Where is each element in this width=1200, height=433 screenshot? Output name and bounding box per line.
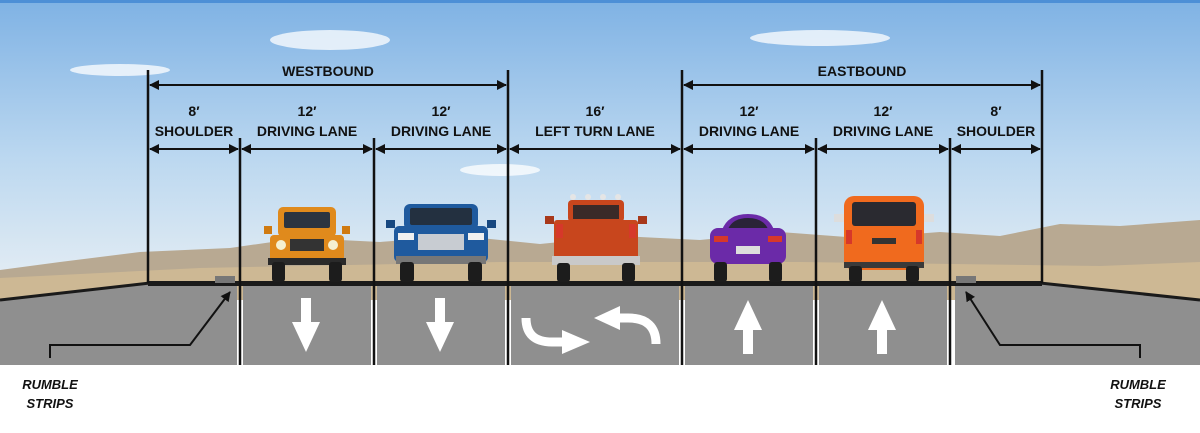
lane-name-label: LEFT TURN LANE	[535, 123, 655, 139]
pickup-vehicle-front	[386, 204, 496, 282]
lane-dividers	[146, 70, 1044, 365]
two-way-left-turn-marking	[521, 306, 661, 354]
rumble-strips-label-east-line2: STRIPS	[1115, 396, 1162, 411]
sedan-vehicle-rear	[710, 214, 786, 282]
lane-width-label: 12′	[740, 103, 760, 119]
jeep-vehicle-front	[264, 207, 350, 282]
lane-name-label: DRIVING LANE	[699, 123, 799, 139]
westbound-label: WESTBOUND	[282, 63, 374, 79]
eastbound-label: EASTBOUND	[818, 63, 907, 79]
pickup-vehicle-rear	[545, 194, 647, 282]
lane-width-label: 8′	[990, 103, 1002, 119]
arrow-down-marking	[292, 298, 320, 352]
lane-name-label: DRIVING LANE	[391, 123, 491, 139]
arrow-down-marking	[426, 298, 454, 352]
lane-name-label: DRIVING LANE	[833, 123, 933, 139]
lane-name-label: SHOULDER	[155, 123, 234, 139]
lane-width-label: 8′	[188, 103, 200, 119]
pavement-top-edge	[148, 281, 1042, 286]
lane-width-label: 12′	[874, 103, 894, 119]
rumble-strip-leader-east	[965, 291, 1141, 358]
arrow-up-marking	[868, 300, 896, 354]
rumble-strips-label-east-line1: RUMBLE	[1110, 377, 1166, 392]
lane-width-label: 16′	[586, 103, 606, 119]
lane-width-label: 12′	[432, 103, 452, 119]
van-vehicle-rear	[834, 196, 934, 282]
top-border	[0, 0, 1200, 3]
rumble-strip-leader-west	[49, 291, 231, 358]
rumble-strip	[956, 276, 976, 283]
rumble-strips-label-west-line1: RUMBLE	[22, 377, 78, 392]
rumble-strip	[215, 276, 235, 283]
arrow-up-marking	[734, 300, 762, 354]
lane-name-label: SHOULDER	[957, 123, 1036, 139]
lane-width-label: 12′	[298, 103, 318, 119]
clouds	[70, 30, 890, 176]
rumble-strips-label-west-line2: STRIPS	[27, 396, 74, 411]
lane-name-label: DRIVING LANE	[257, 123, 357, 139]
